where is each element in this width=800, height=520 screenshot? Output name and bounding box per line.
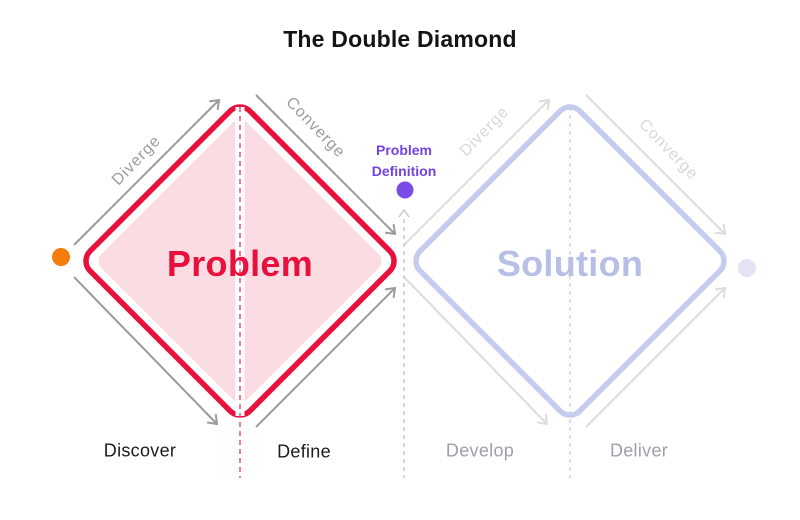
problem-definition-label-line1: Problem — [375, 142, 433, 158]
solution-bottom-right-arrow — [585, 286, 727, 428]
phase-label-develop: Develop — [445, 440, 515, 461]
start-dot — [52, 248, 70, 266]
diagram-title: The Double Diamond — [283, 26, 517, 52]
phase-label-discover: Discover — [103, 440, 177, 461]
end-dot — [738, 259, 756, 277]
problem-converge-arrow — [255, 94, 397, 236]
problem-bottom-right-arrow — [255, 286, 397, 428]
problem-diamond-border — [83, 104, 397, 418]
solution-converge-arrow — [585, 94, 727, 236]
solution-diamond-label: Solution — [496, 243, 644, 284]
phase-label-deliver: Deliver — [609, 440, 669, 461]
problem-definition-label-line2: Definition — [371, 163, 437, 179]
problem-definition-dot — [396, 181, 414, 199]
problem-bottom-left-arrow — [73, 276, 219, 426]
problem-definition-label: Problem Definition — [372, 140, 437, 182]
problem-diamond-label: Problem — [166, 243, 314, 284]
solution-bottom-left-arrow — [403, 276, 549, 426]
problem-diverge-arrow — [73, 98, 221, 246]
phase-label-define: Define — [277, 441, 331, 462]
solution-diverge-arrow — [403, 98, 551, 246]
solution-diamond-border — [413, 104, 727, 418]
milestone-dashed-line-arrowhead — [398, 208, 410, 218]
